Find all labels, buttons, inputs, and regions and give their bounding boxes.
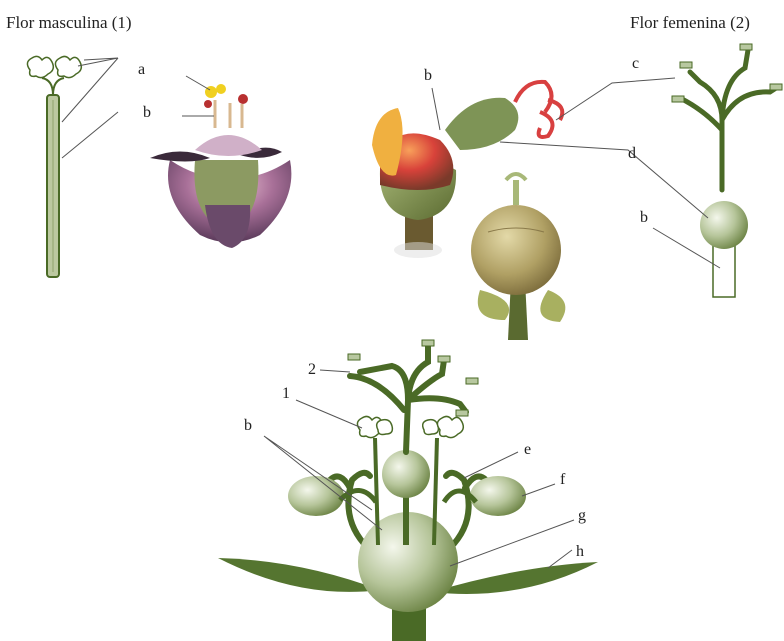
leader-b-bottom <box>264 436 382 530</box>
leader-2 <box>320 370 350 372</box>
label-2: 2 <box>308 361 316 378</box>
label-f: f <box>560 471 566 488</box>
combined-flower-drawing <box>218 340 598 641</box>
leader-g <box>450 520 574 566</box>
label-d: d <box>628 145 636 162</box>
label-g: g <box>578 507 586 524</box>
leader-d <box>500 142 708 218</box>
label-1: 1 <box>282 385 290 402</box>
label-a: a <box>138 61 145 78</box>
label-h: h <box>576 543 584 560</box>
leader-1 <box>296 400 362 428</box>
label-b-photo: b <box>424 67 432 84</box>
leader-e <box>464 452 518 478</box>
leader-f <box>522 484 555 496</box>
male-flower-title: Flor masculina (1) <box>6 13 132 32</box>
leader-b-male <box>62 112 118 158</box>
leader-c-right <box>650 78 675 80</box>
leader-b-photo <box>432 88 440 130</box>
leader-c <box>556 80 650 120</box>
female-flower-title: Flor femenina (2) <box>630 13 750 32</box>
label-e: e <box>524 441 531 458</box>
label-b-female: b <box>640 209 648 226</box>
label-b-male: b <box>143 104 151 121</box>
male-stamen-drawing <box>27 56 81 277</box>
female-pistil-drawing <box>672 44 782 297</box>
label-c: c <box>632 55 639 72</box>
label-b-bottom: b <box>244 417 252 434</box>
male-flower-photo <box>150 84 291 248</box>
fruit-photo <box>471 174 565 340</box>
leader-a-photo <box>186 76 210 90</box>
